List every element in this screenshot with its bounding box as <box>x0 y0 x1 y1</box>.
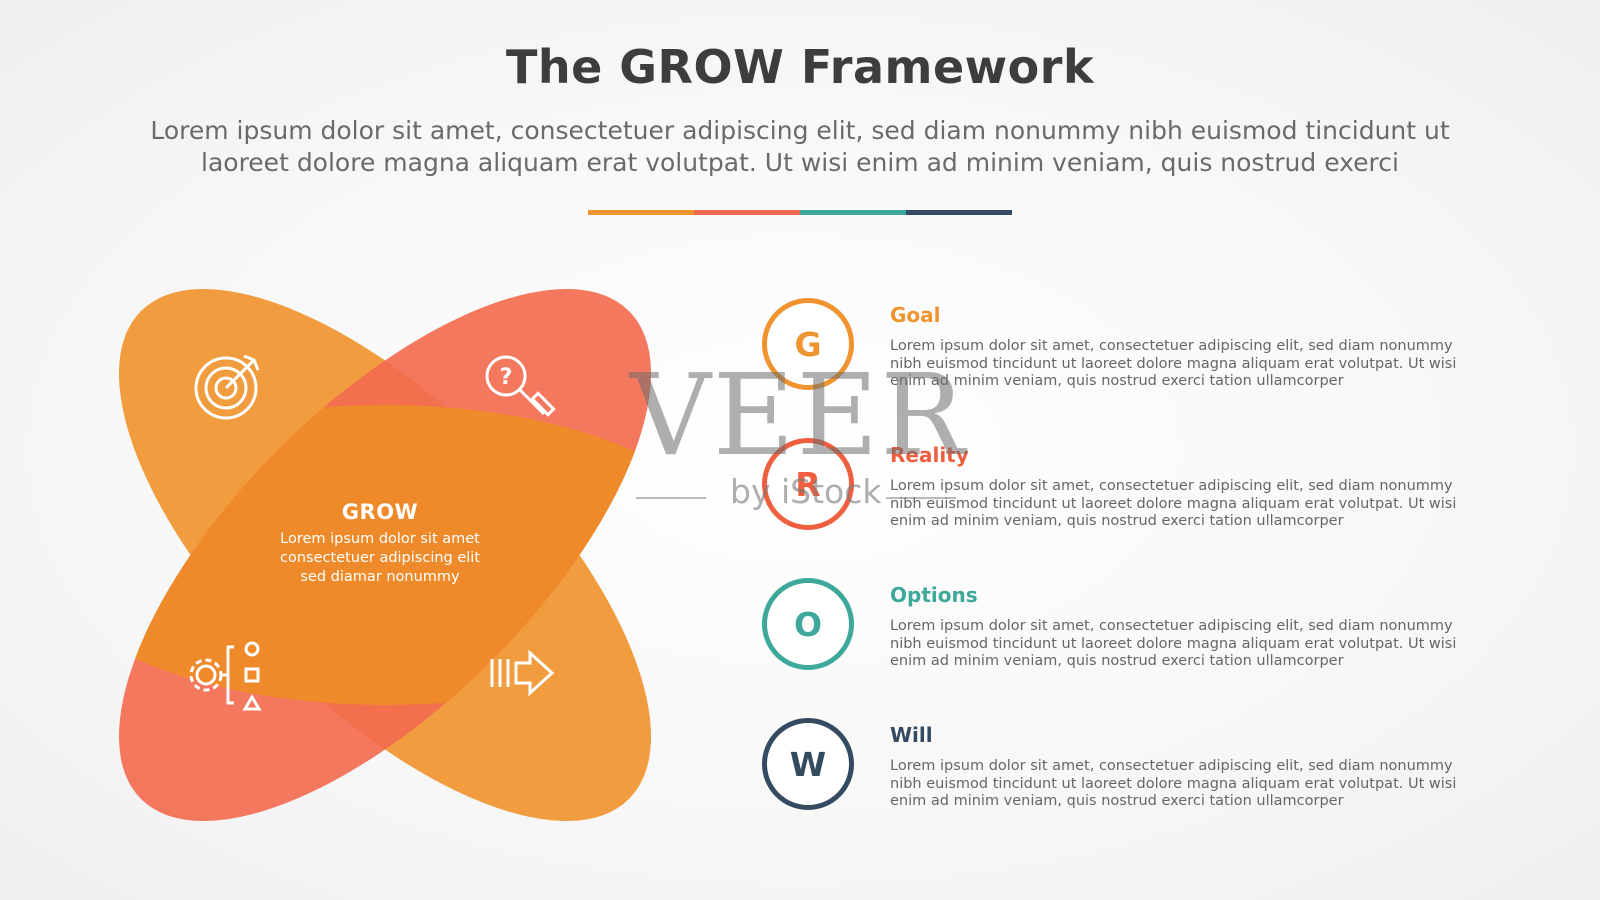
step-description-line: enim ad minim veniam, quis nostrud exerc… <box>890 653 1344 670</box>
step-description-line: Lorem ipsum dolor sit amet, consectetuer… <box>890 338 1453 354</box>
step-options: O Options Lorem ipsum dolor sit amet, co… <box>762 578 1482 678</box>
step-description: Lorem ipsum dolor sit amet, consectetuer… <box>890 758 1490 811</box>
page-title: The GROW Framework <box>505 40 1095 94</box>
step-letter-circle: G <box>762 298 854 390</box>
center-text-line: sed diamar nonummy <box>300 569 460 585</box>
divider-segment <box>694 210 800 215</box>
arrow-right-icon <box>490 649 555 697</box>
page-subtitle: Lorem ipsum dolor sit amet, consectetuer… <box>110 115 1490 179</box>
step-description-line: nibh euismod tincidunt ut laoreet dolore… <box>890 495 1457 512</box>
step-description: Lorem ipsum dolor sit amet, consectetuer… <box>890 478 1490 531</box>
step-description-line: nibh euismod tincidunt ut laoreet dolore… <box>890 635 1457 652</box>
step-heading: Will <box>890 723 933 747</box>
step-description: Lorem ipsum dolor sit amet, consectetuer… <box>890 338 1490 391</box>
step-heading: Options <box>890 583 978 607</box>
step-description-line: Lorem ipsum dolor sit amet, consectetuer… <box>890 618 1453 634</box>
subtitle-line: laoreet dolore magna aliquam erat volutp… <box>201 148 1399 177</box>
grow-petal-diagram: ? <box>118 288 652 822</box>
step-description-line: nibh euismod tincidunt ut laoreet dolore… <box>890 775 1457 792</box>
step-letter-circle: W <box>762 718 854 810</box>
petal-overlap <box>118 404 652 706</box>
svg-text:?: ? <box>500 365 513 390</box>
diagram-center-label: GROW Lorem ipsum dolor sit amet consecte… <box>240 500 520 587</box>
step-letter-circle: R <box>762 438 854 530</box>
center-title: GROW <box>341 500 419 524</box>
divider-segment <box>906 210 1012 215</box>
step-description-line: nibh euismod tincidunt ut laoreet dolore… <box>890 355 1457 372</box>
step-description-line: enim ad minim veniam, quis nostrud exerc… <box>890 793 1344 810</box>
step-description-line: enim ad minim veniam, quis nostrud exerc… <box>890 513 1344 530</box>
step-reality: R Reality Lorem ipsum dolor sit amet, co… <box>762 438 1482 538</box>
question-magnifier-icon: ? <box>485 355 556 417</box>
step-heading: Reality <box>890 443 969 467</box>
color-divider <box>588 210 1012 215</box>
target-icon <box>194 354 260 420</box>
center-text-line: consectetuer adipiscing elit <box>279 550 481 566</box>
step-goal: G Goal Lorem ipsum dolor sit amet, conse… <box>762 298 1482 398</box>
divider-segment <box>588 210 694 215</box>
divider-segment <box>800 210 906 215</box>
step-letter-circle: O <box>762 578 854 670</box>
step-description: Lorem ipsum dolor sit amet, consectetuer… <box>890 618 1490 671</box>
gear-shapes-icon <box>189 641 262 711</box>
step-will: W Will Lorem ipsum dolor sit amet, conse… <box>762 718 1482 818</box>
step-description-line: enim ad minim veniam, quis nostrud exerc… <box>890 373 1344 390</box>
step-description-line: Lorem ipsum dolor sit amet, consectetuer… <box>890 758 1453 774</box>
step-description-line: Lorem ipsum dolor sit amet, consectetuer… <box>890 478 1453 494</box>
subtitle-line: Lorem ipsum dolor sit amet, consectetuer… <box>150 116 1450 145</box>
center-text-line: Lorem ipsum dolor sit amet <box>280 531 480 547</box>
step-heading: Goal <box>890 303 941 327</box>
